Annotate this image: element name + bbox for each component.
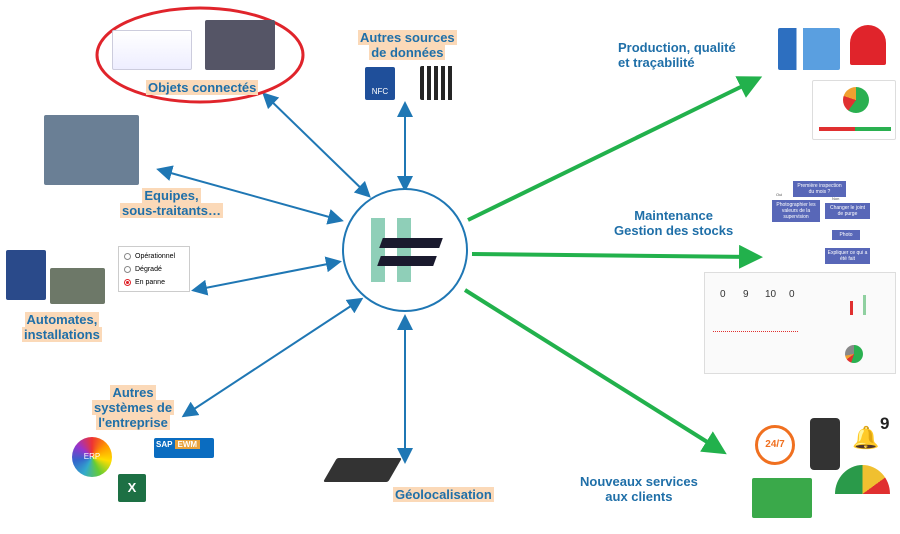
iot-device-image xyxy=(205,20,275,70)
delivery-truck-icon xyxy=(752,478,812,518)
maintenance-dashboard: 0 9 10 0 xyxy=(704,272,896,374)
flow-step-photograph: Photographier les valeurs de la supervis… xyxy=(772,200,820,222)
flow-step-explain: Expliquer ce qui a été fait xyxy=(825,248,870,264)
notification-count: 9 xyxy=(880,414,890,433)
notification-bell-icon: 🔔 xyxy=(852,425,880,450)
status-radio-group: Opérationnel Dégradé En panne xyxy=(118,246,190,292)
flow-step-photo: Photo xyxy=(832,230,860,240)
erp-icon: ERP xyxy=(72,437,112,477)
hash-logo xyxy=(367,218,447,284)
nfc-icon: NFC xyxy=(365,67,395,100)
teams-label: Equipes,sous-traitants… xyxy=(120,188,223,218)
connected-objects-label: Objets connectés xyxy=(146,80,259,95)
geolocation-label: Géolocalisation xyxy=(393,487,494,502)
control-panel-image xyxy=(50,268,105,304)
quality-dashboard-image xyxy=(812,80,896,140)
sap-ewm-logo: SAP EWM xyxy=(154,438,214,458)
sensor-chart-image xyxy=(112,30,192,70)
automation-label: Automates,installations xyxy=(22,312,102,342)
radio-broken[interactable]: En panne xyxy=(124,276,184,289)
process-flow-icon xyxy=(778,28,840,70)
radio-degraded[interactable]: Dégradé xyxy=(124,263,184,276)
alarm-light-icon xyxy=(850,25,886,65)
flow-no: Non xyxy=(832,196,840,201)
hydraulic-unit-image xyxy=(6,250,46,300)
support-247-icon: 24/7 xyxy=(755,425,795,465)
flow-step-change-seal: Changer le joint de purge xyxy=(825,203,870,219)
flow-question: Première inspection du mois ? xyxy=(793,181,846,197)
map-phone-image xyxy=(323,458,402,482)
connected-objects-highlight xyxy=(95,6,305,104)
team-photo xyxy=(44,115,139,185)
radio-operational[interactable]: Opérationnel xyxy=(124,250,184,263)
qr-code-icon xyxy=(420,66,454,100)
excel-icon: X xyxy=(118,474,146,502)
flow-yes: Oui xyxy=(776,192,783,197)
growth-gauge-icon xyxy=(835,465,890,523)
traffic-light-icon xyxy=(810,418,840,470)
